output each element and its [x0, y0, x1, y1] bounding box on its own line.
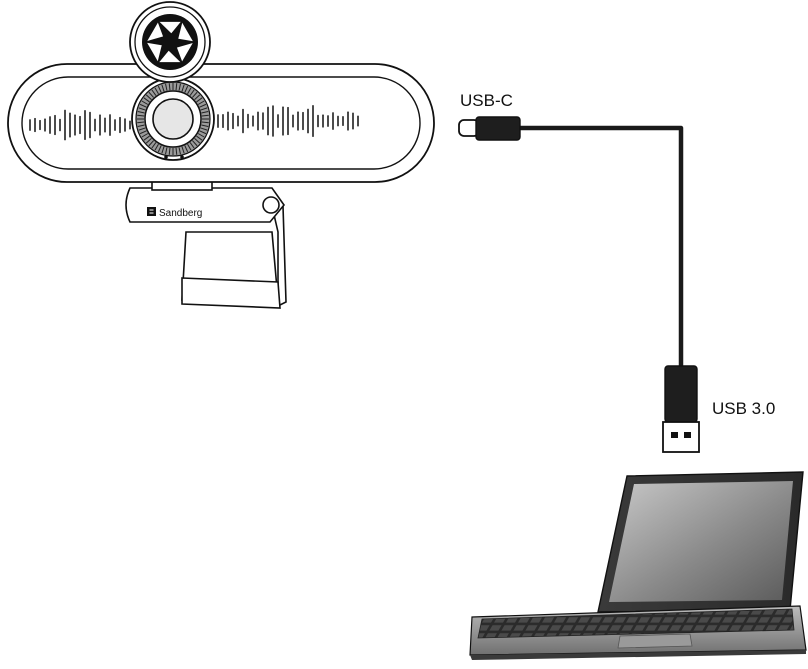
laptop	[470, 472, 806, 660]
usb-a-connector	[663, 366, 699, 452]
webcam-front-panel	[22, 77, 420, 169]
status-led	[180, 155, 184, 159]
webcam: Sandberg	[8, 2, 434, 308]
webcam-brand-text: Sandberg	[159, 208, 202, 219]
laptop-touchpad	[618, 634, 692, 648]
usb-3-label: USB 3.0	[712, 399, 775, 419]
usb-cable	[459, 117, 699, 452]
aperture-icon	[130, 2, 210, 82]
sandberg-logo	[147, 207, 156, 216]
laptop-screen	[609, 481, 793, 602]
camera-lens	[132, 78, 214, 160]
status-led	[164, 155, 168, 159]
usb-c-connector	[459, 117, 520, 140]
usb-c-label: USB-C	[460, 91, 513, 111]
webcam-mount	[126, 178, 286, 308]
